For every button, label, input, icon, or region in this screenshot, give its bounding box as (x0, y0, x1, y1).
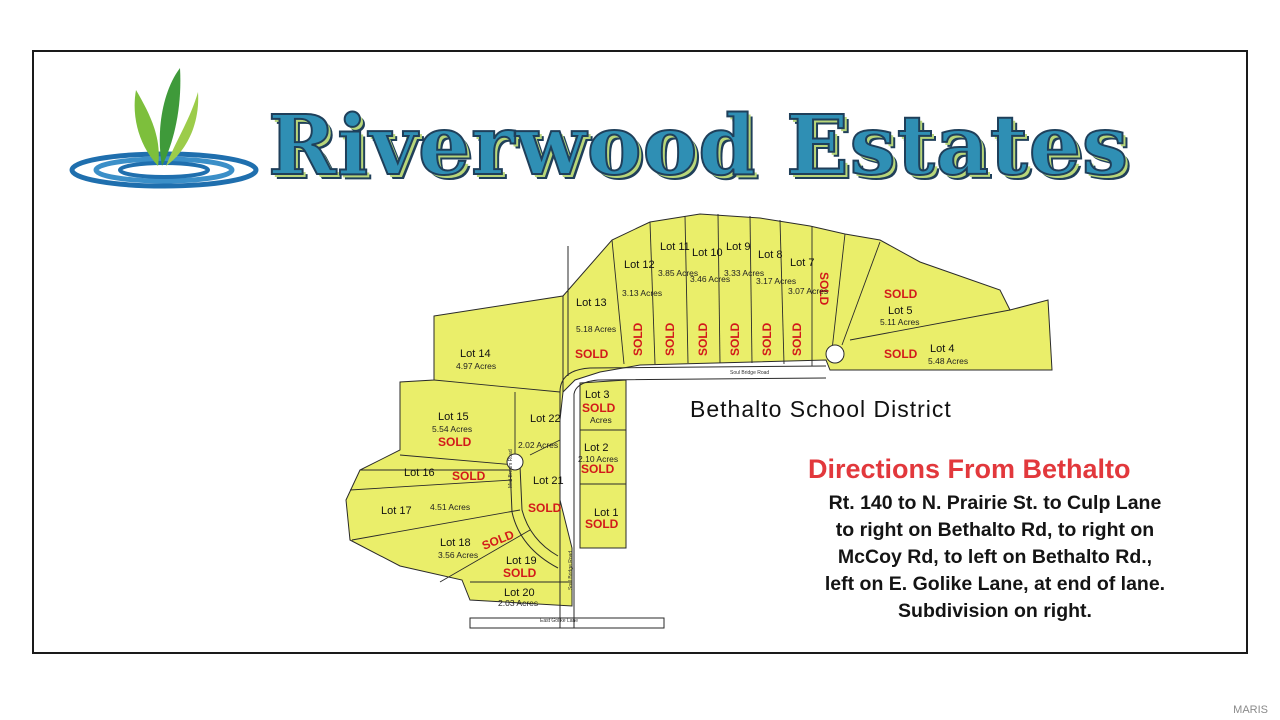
directions-line: Rt. 140 to N. Prairie St. to Culp Lane (828, 492, 1162, 514)
svg-text:SOLD: SOLD (582, 401, 616, 415)
svg-text:SOLD: SOLD (503, 566, 537, 580)
svg-text:SOLD: SOLD (884, 287, 918, 301)
svg-text:Lot 3: Lot 3 (585, 389, 609, 401)
road-label-south: Soul Bridge Road (568, 551, 574, 590)
logo-leaf-water-icon (69, 68, 259, 189)
svg-text:SOLD: SOLD (663, 322, 677, 356)
svg-text:Lot 13: Lot 13 (576, 297, 607, 309)
svg-text:Lot 12: Lot 12 (624, 259, 655, 271)
svg-text:5.11 Acres: 5.11 Acres (880, 317, 920, 327)
road-label-bottom: East Golike Lane (540, 618, 578, 624)
svg-text:Lot 5: Lot 5 (888, 305, 912, 317)
svg-text:Lot 18: Lot 18 (440, 537, 471, 549)
svg-text:3.33 Acres: 3.33 Acres (724, 268, 764, 278)
svg-text:SOLD: SOLD (728, 322, 742, 356)
svg-text:SOLD: SOLD (696, 322, 710, 356)
svg-text:Lot 1: Lot 1 (594, 507, 618, 519)
lot-sold-vertical[interactable]: SOLD (817, 272, 831, 306)
svg-text:4.97 Acres: 4.97 Acres (456, 361, 496, 371)
svg-text:SOLD: SOLD (585, 517, 619, 531)
svg-text:Lot 17: Lot 17 (381, 505, 412, 517)
school-district-label: Bethalto School District (690, 396, 952, 422)
lot-lot-15[interactable]: Lot 15 5.54 Acres SOLD (432, 411, 472, 449)
svg-text:3.46 Acres: 3.46 Acres (690, 274, 730, 284)
lot-lot-9[interactable]: Lot 9 3.33 Acres SOLD (724, 241, 764, 356)
svg-text:2.03 Acres: 2.03 Acres (498, 598, 538, 608)
directions-line: to right on Bethalto Rd, to right on (835, 519, 1155, 541)
svg-text:SOLD: SOLD (760, 322, 774, 356)
lot-lot-16[interactable]: Lot 16 SOLD (404, 467, 486, 483)
svg-text:2.02 Acres: 2.02 Acres (518, 440, 558, 450)
svg-text:SOLD: SOLD (790, 322, 804, 356)
directions-line: left on E. Golike Lane, at end of lane. (824, 573, 1166, 595)
lot-lot-10[interactable]: Lot 10 3.46 Acres SOLD (690, 247, 730, 356)
directions-text: Rt. 140 to N. Prairie St. to Culp Lane t… (760, 490, 1230, 625)
parcel-east (579, 379, 627, 549)
svg-text:Lot 21: Lot 21 (533, 475, 564, 487)
svg-text:Lot 22: Lot 22 (530, 413, 561, 425)
lot-lot-8[interactable]: Lot 8 3.17 Acres SOLD (756, 249, 796, 356)
svg-text:Lot 19: Lot 19 (506, 555, 537, 567)
lot-lot-17[interactable]: Lot 17 4.51 Acres (381, 502, 470, 517)
svg-text:SOLD: SOLD (581, 462, 615, 476)
svg-text:SOLD: SOLD (884, 347, 918, 361)
svg-text:Lot 14: Lot 14 (460, 348, 491, 360)
svg-text:Lot 2: Lot 2 (584, 442, 608, 454)
lot-lot-21[interactable]: Lot 21 SOLD (528, 475, 564, 515)
lot-lot-2[interactable]: Lot 2 2.10 Acres SOLD (578, 442, 618, 476)
svg-text:Lot 10: Lot 10 (692, 247, 723, 259)
lot-lot-5[interactable]: SOLD Lot 5 5.11 Acres (880, 287, 920, 327)
svg-text:5.48 Acres: 5.48 Acres (928, 356, 968, 366)
lot-lot-1[interactable]: Lot 1 SOLD (585, 507, 619, 531)
svg-text:5.18 Acres: 5.18 Acres (576, 324, 616, 334)
map-frame (32, 50, 1248, 654)
road-label-cul-de-sac: Mist Bream Road (508, 449, 514, 488)
svg-text:SOLD: SOLD (817, 272, 831, 306)
directions-line: Subdivision on right. (898, 600, 1092, 622)
lot-lot-11[interactable]: Lot 11 3.85 Acres SOLD (658, 241, 698, 356)
svg-text:Lot 8: Lot 8 (758, 249, 782, 261)
lot-lot-12[interactable]: Lot 12 3.13 Acres SOLD (622, 259, 662, 356)
title: Riverwood Estates (267, 97, 1130, 195)
svg-text:Lot 7: Lot 7 (790, 257, 814, 269)
svg-text:Lot 16: Lot 16 (404, 467, 435, 479)
road-label-main: Soul Bridge Road (730, 370, 769, 376)
svg-text:SOLD: SOLD (438, 435, 472, 449)
lot-lot-14[interactable]: Lot 14 4.97 Acres (456, 348, 496, 371)
svg-text:3.85 Acres: 3.85 Acres (658, 268, 698, 278)
svg-text:3.13 Acres: 3.13 Acres (622, 288, 662, 298)
svg-text:3.17 Acres: 3.17 Acres (756, 276, 796, 286)
lot-lot-19[interactable]: Lot 19 SOLD (503, 555, 537, 580)
svg-text:SOLD: SOLD (631, 322, 645, 356)
svg-text:3.56 Acres: 3.56 Acres (438, 550, 478, 560)
lot-lot-4[interactable]: Lot 4 SOLD 5.48 Acres (884, 343, 968, 366)
directions-line: McCoy Rd, to left on Bethalto Rd., (837, 546, 1153, 568)
lot-lot-22[interactable]: Lot 22 2.02 Acres (518, 413, 561, 450)
svg-text:Lot 9: Lot 9 (726, 241, 750, 253)
lot-lot-7[interactable]: Lot 7 3.07 Acres SOLD (788, 257, 828, 356)
svg-text:Acres: Acres (590, 415, 612, 425)
lot-lot-20[interactable]: Lot 20 2.03 Acres (498, 587, 538, 608)
svg-text:2.10 Acres: 2.10 Acres (578, 454, 618, 464)
svg-text:4.51 Acres: 4.51 Acres (430, 502, 470, 512)
svg-text:Lot 20: Lot 20 (504, 587, 535, 599)
directions-heading: Directions From Bethalto (808, 454, 1131, 484)
svg-text:3.07 Acres: 3.07 Acres (788, 286, 828, 296)
svg-text:SOLD: SOLD (452, 469, 486, 483)
svg-text:SOLD: SOLD (575, 347, 609, 361)
parcel-north (562, 213, 1053, 394)
svg-text:5.54 Acres: 5.54 Acres (432, 424, 472, 434)
watermark: MARIS (1233, 704, 1268, 716)
svg-text:Lot 15: Lot 15 (438, 411, 469, 423)
svg-text:Lot 4: Lot 4 (930, 343, 954, 355)
lot-lot-3[interactable]: Lot 3 SOLD Acres (582, 389, 616, 425)
svg-text:Lot 11: Lot 11 (660, 241, 690, 253)
svg-text:SOLD: SOLD (528, 501, 562, 515)
lot-lot-13[interactable]: Lot 13 5.18 Acres SOLD (575, 297, 616, 361)
